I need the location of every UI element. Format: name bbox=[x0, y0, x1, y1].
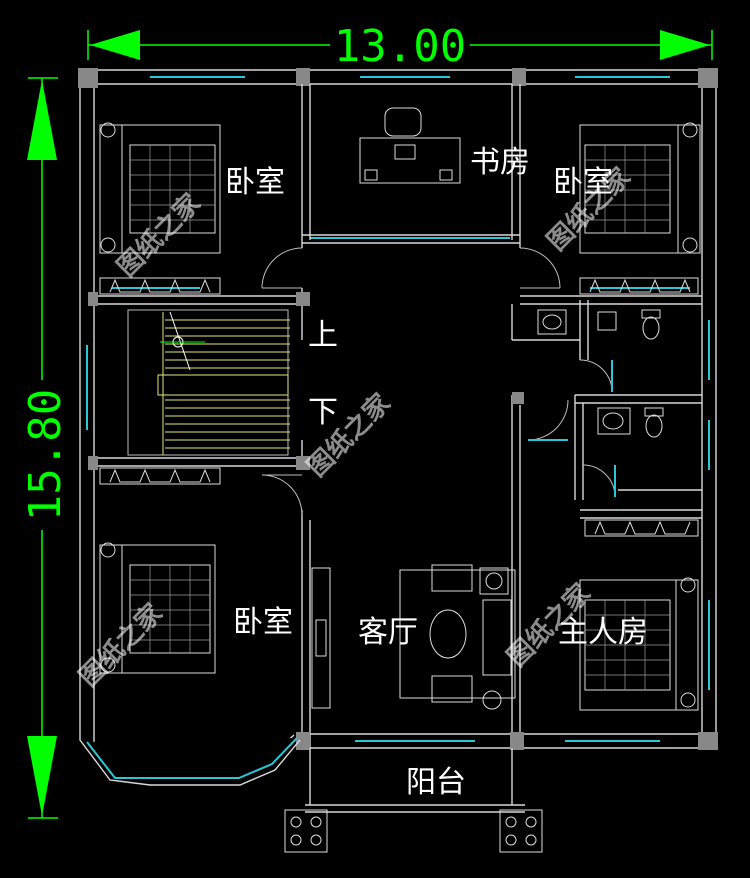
balcony bbox=[284, 748, 543, 853]
dimension-left: 15.80 bbox=[20, 77, 71, 819]
watermark: 图纸之家 bbox=[73, 597, 168, 692]
windows bbox=[86, 76, 710, 742]
closets bbox=[99, 277, 699, 537]
outer-walls bbox=[78, 68, 718, 750]
arrow-right-icon bbox=[660, 30, 710, 60]
dimension-height: 15.80 bbox=[20, 389, 71, 521]
label-bedroom-nw: 卧室 bbox=[225, 165, 285, 200]
dimension-width: 13.00 bbox=[334, 21, 466, 72]
bathroom-fixtures bbox=[537, 309, 664, 438]
label-master-bedroom: 主人房 bbox=[558, 615, 648, 650]
bed-nw bbox=[99, 122, 221, 289]
doors bbox=[261, 247, 616, 516]
bed-master bbox=[579, 577, 699, 711]
label-stair-down: 下 bbox=[308, 395, 338, 430]
bay-window bbox=[79, 712, 301, 786]
watermark: 图纸之家 bbox=[111, 187, 206, 282]
bed-sw bbox=[99, 542, 216, 674]
label-bedroom-sw: 卧室 bbox=[233, 605, 293, 640]
living-furniture bbox=[311, 564, 516, 710]
label-living-room: 客厅 bbox=[358, 615, 418, 650]
interior-walls bbox=[88, 84, 702, 750]
staircase bbox=[127, 309, 290, 456]
label-balcony: 阳台 bbox=[406, 765, 466, 800]
label-bedroom-ne: 卧室 bbox=[553, 165, 613, 200]
arrow-down-icon bbox=[27, 736, 57, 816]
study-desk bbox=[359, 107, 461, 184]
label-stair-up: 上 bbox=[308, 318, 338, 353]
dimension-top: 13.00 bbox=[87, 21, 713, 72]
bed-ne bbox=[579, 122, 701, 289]
arrow-up-icon bbox=[27, 80, 57, 160]
label-study: 书房 bbox=[470, 145, 530, 180]
arrow-left-icon bbox=[90, 30, 140, 60]
